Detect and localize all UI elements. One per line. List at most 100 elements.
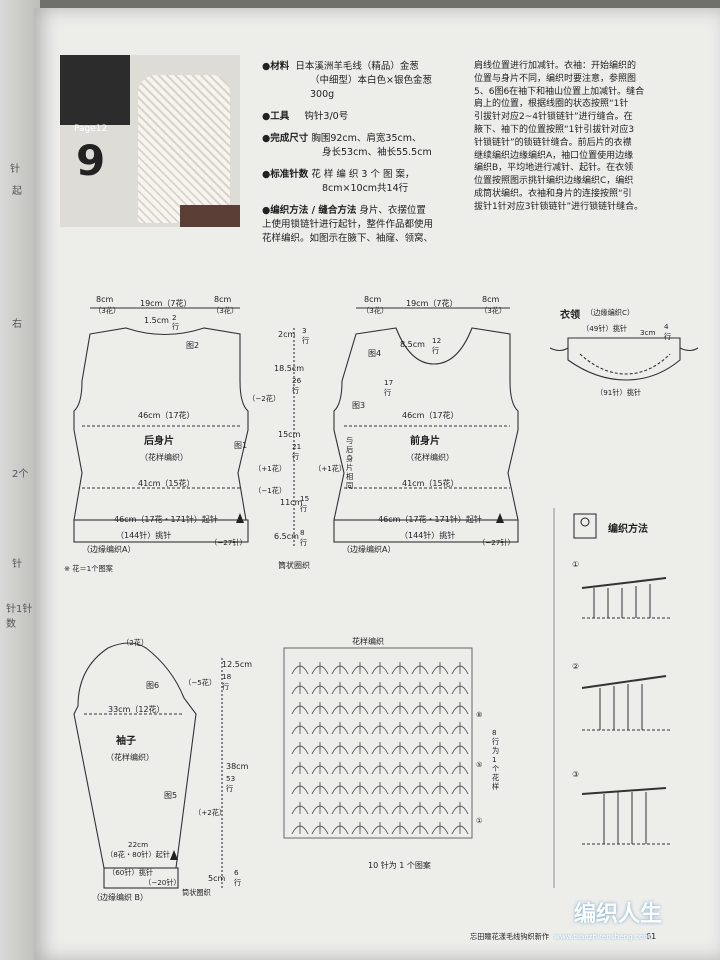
tools-label: ●工具 — [262, 111, 290, 122]
method-text-line: 位置按照图示挑针编织边缘编织C，编织 — [474, 176, 634, 187]
dim-2: 18.5cm — [274, 364, 305, 373]
sleeve-width1: 33cm（12花） — [108, 705, 165, 714]
front-top-right-2: （3花） — [480, 306, 507, 315]
gauge-line: 花 样 编 织 3 个 图 案， — [311, 169, 415, 180]
method-text-line: 位置与身片不同，编织时要注意，参照图 — [474, 73, 637, 84]
sweater-image — [138, 75, 230, 223]
collar-outline — [549, 347, 699, 381]
front-width2: 41cm（15花） — [402, 479, 459, 488]
materials-line: 日本溪洲羊毛线（精品）金葱 — [295, 61, 419, 72]
collar-title: 衣领 — [560, 310, 580, 321]
sleeve-h3-rows: 6 — [234, 868, 239, 877]
method-text-line: 引拔针对应2~4针锁链针”进行缝合。在 — [474, 112, 633, 123]
front-edge: （边缘编织A） — [342, 545, 396, 554]
back-pick-dec: （−27针） — [210, 538, 247, 547]
prev-page-mark: 针 — [12, 559, 22, 570]
back-note: ※ 花＝1个图案 — [64, 564, 113, 573]
front-top-right: 8cm — [482, 295, 500, 304]
dim-3: 15cm — [278, 430, 301, 439]
prev-page-mark: 右 — [12, 319, 22, 330]
pattern-page: Page12 9 ●材料 日本溪洲羊毛线（精品）金葱 （中细型）本白色×银色金葱… — [34, 8, 720, 960]
hook-step-3 — [581, 787, 670, 845]
prev-page-mark: 针1针数 — [6, 604, 33, 630]
gauge-label: ●标准针数 — [262, 169, 309, 180]
back-inc: （+1花） — [254, 464, 287, 473]
front-neck: 8.5cm — [400, 340, 425, 349]
method-text-line: 肩线位置进行加减针。衣袖：开始编织的 — [474, 61, 637, 71]
front-fig3: 图3 — [352, 401, 366, 410]
schematics-svg — [73, 307, 699, 889]
stitch-chart-frame — [283, 647, 473, 839]
sleeve-cuff: 22cm — [128, 840, 149, 849]
method-step: ② — [572, 662, 580, 671]
sleeve-h2-rows: 53 — [226, 774, 236, 783]
hook-illustrations — [581, 577, 670, 845]
gauge-line: 8cm×10cm共14行 — [322, 183, 409, 194]
dim-unit: 行 — [300, 538, 308, 547]
back-neck-unit: 行 — [172, 322, 180, 331]
back-dec: （−1花） — [254, 486, 287, 495]
sleeve-h2: 38cm — [226, 762, 249, 771]
method-line: 上使用锁链针进行起针，整件作品都使用 — [262, 219, 434, 230]
back-title: 后身片 — [144, 436, 174, 447]
front-pick-dec: （−27针） — [478, 538, 515, 547]
back-edge: （边缘编织A） — [82, 545, 136, 554]
back-fig1: 图1 — [234, 441, 248, 450]
chart-title: 花样编织 — [352, 637, 384, 646]
back-top-mid: 19cm（7花） — [140, 299, 192, 308]
prev-page-mark: 针 — [10, 164, 20, 175]
hook-step-2 — [581, 675, 670, 731]
footer-url: www.bianzhirensheng.com — [554, 932, 651, 941]
method-label: ●编织方法 / 缝合方法 — [262, 205, 357, 216]
back-top-right-2: （3花） — [212, 306, 239, 315]
dim-unit: 行 — [292, 386, 300, 395]
chart-repeat-label: 8行为1个花样 — [492, 728, 500, 791]
method-line: 身片、衣摆位置 — [359, 205, 426, 216]
method-text-line: 针锁链针”的锁链针缝合。前后片的衣襟 — [474, 137, 632, 148]
footer-text: 忘田瞳花漾毛线钩织新作 — [470, 932, 550, 941]
sleeve-unit: 行 — [226, 784, 234, 793]
back-width2: 41cm（15花） — [138, 479, 195, 488]
footer-page: 61 — [646, 932, 657, 941]
collar-top: （49针）挑针 — [582, 324, 628, 333]
method-step: ③ — [572, 770, 580, 779]
sleeve-unit: 行 — [234, 878, 242, 887]
method-text-line: 肩上的位置，根据线圈的状态按照“1针 — [474, 99, 629, 110]
stitch-chart — [283, 647, 473, 839]
back-top-left: 8cm — [96, 295, 114, 304]
method-icon — [580, 517, 590, 527]
front-unit: 行 — [432, 346, 440, 355]
sleeve-tube: 筒状圈织 — [182, 888, 211, 897]
front-neck-rows-2: 17 — [384, 378, 394, 387]
materials-line: （中细型）本白色×银色金葱 — [310, 75, 432, 86]
sleeve-fig6: 图6 — [146, 681, 160, 690]
collar-inner — [579, 353, 671, 375]
dim-4-rows: 15 — [300, 494, 310, 503]
front-width3: 46cm（17花・171针）起针 — [378, 515, 482, 524]
back-pick: （144针）挑针 — [116, 531, 172, 540]
photo-dark-corner — [60, 55, 130, 125]
front-neck-rows: 12 — [432, 336, 442, 345]
sleeve-arrow-up — [170, 850, 178, 860]
sleeve-top: （2花） — [122, 638, 149, 647]
sleeve-pick: （60针）挑针 — [108, 868, 154, 877]
method-text-line: 编织B，平均地进行减针、起针。在衣领 — [474, 163, 634, 174]
front-width1: 46cm（17花） — [402, 411, 459, 420]
chart-row-marker: ① — [476, 816, 483, 825]
previous-page-edge: 针 起 右 2个 针 针1针数 — [0, 0, 40, 960]
method-text-line: 成筒状编织。衣袖和身片的连接按照“引 — [474, 188, 632, 199]
front-top-left-2: （3花） — [362, 306, 389, 315]
sleeve-title: 袖子 — [116, 736, 136, 747]
front-title: 前身片 — [410, 436, 440, 447]
prev-page-mark: 2个 — [12, 469, 29, 480]
sleeve-h1-rows: 18 — [222, 672, 232, 681]
collar-top — [567, 337, 681, 348]
skirt-image — [180, 205, 240, 227]
method-text-line: 5、6图6在袖下和袖山位置上加减针。缝合 — [474, 86, 645, 97]
front-body-outline — [333, 327, 519, 521]
front-top-left: 8cm — [364, 295, 382, 304]
sleeve-h3: 5cm — [208, 874, 226, 883]
back-arrow-up — [236, 513, 244, 523]
collar-title-2: （边缘编织C） — [586, 308, 635, 317]
size-label: ●完成尺寸 — [262, 133, 309, 144]
